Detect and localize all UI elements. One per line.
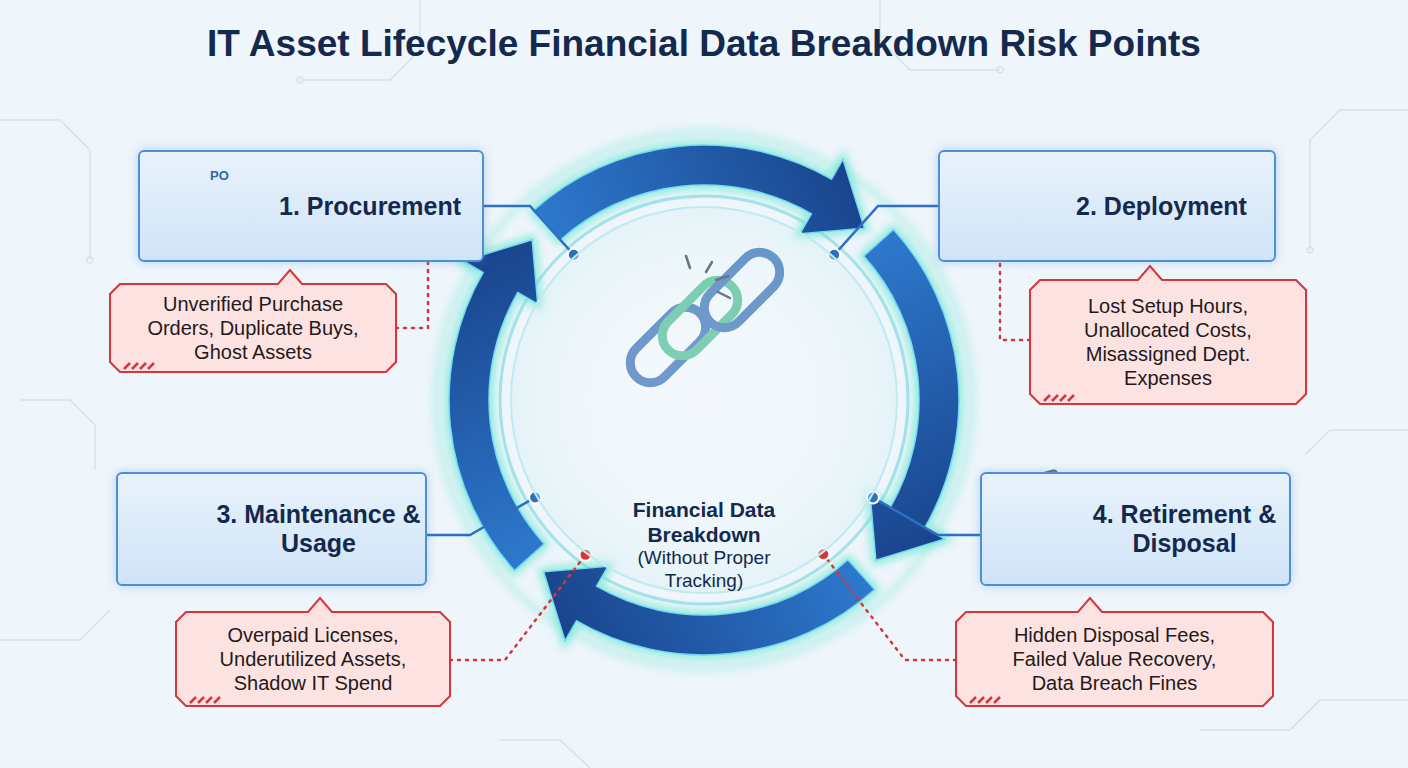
hub-subtitle: (Without Proper Tracking) (609, 547, 799, 593)
cycle-ring (500, 196, 908, 604)
circuit-pattern (0, 120, 90, 260)
circuit-pattern (500, 740, 590, 768)
callout-stripes (970, 697, 1000, 703)
connector-line (450, 555, 585, 660)
connector-line (873, 497, 980, 535)
cycle-ring (436, 132, 972, 668)
stage-title: 3. Maintenance & Usage (216, 500, 421, 558)
callout-stripes (124, 363, 154, 369)
callout-stripes (1044, 395, 1074, 401)
circuit-pattern (87, 257, 93, 263)
diagram-title: IT Asset Lifecycle Financial Data Breakd… (0, 22, 1408, 66)
stage-box: 2. Deployment (938, 150, 1276, 262)
callout-stripes (190, 697, 220, 703)
callout-shape (176, 598, 450, 706)
connector-line (396, 262, 428, 328)
connector-line (1000, 262, 1030, 340)
circuit-pattern (297, 77, 303, 83)
circuit-pattern (1305, 430, 1408, 455)
callout-shape (1030, 266, 1306, 404)
stage-box: 1. Procurement (138, 150, 484, 262)
stage-box: 4. Retirement & Disposal (980, 472, 1291, 586)
risk-callout: Lost Setup Hours, Unallocated Costs, Mis… (1030, 280, 1306, 404)
risk-text: Hidden Disposal Fees, Failed Value Recov… (995, 623, 1235, 695)
callout-shape (110, 270, 396, 372)
circuit-pattern (0, 610, 110, 640)
connector-line (427, 497, 535, 535)
stage-title: 4. Retirement & Disposal (1092, 500, 1277, 558)
center-hub: Financial Data Breakdown(Without Proper … (509, 205, 899, 595)
stage-title: 1. Procurement (260, 192, 480, 221)
risk-callout: Overpaid Licenses, Underutilized Assets,… (176, 612, 450, 706)
circuit-pattern (997, 67, 1003, 73)
risk-text: Unverified Purchase Orders, Duplicate Bu… (133, 292, 373, 364)
connector-line (834, 206, 938, 255)
risk-callout: Hidden Disposal Fees, Failed Value Recov… (956, 612, 1273, 706)
risk-text: Overpaid Licenses, Underutilized Assets,… (193, 623, 433, 695)
risk-callout: Unverified Purchase Orders, Duplicate Bu… (110, 284, 396, 372)
connector-line (484, 206, 574, 255)
circuit-pattern (1307, 247, 1313, 253)
risk-text: Lost Setup Hours, Unallocated Costs, Mis… (1061, 294, 1276, 390)
connector-group (396, 206, 1030, 660)
connector-line (823, 554, 956, 660)
callout-shape (956, 598, 1273, 706)
circuit-pattern (20, 400, 95, 470)
stage-title: 2. Deployment (1054, 192, 1269, 221)
hub-title: Financial Data Breakdown (609, 497, 799, 547)
stage-box: 3. Maintenance & Usage (116, 472, 427, 586)
hub-circle (511, 207, 897, 593)
circuit-pattern (1310, 110, 1408, 250)
